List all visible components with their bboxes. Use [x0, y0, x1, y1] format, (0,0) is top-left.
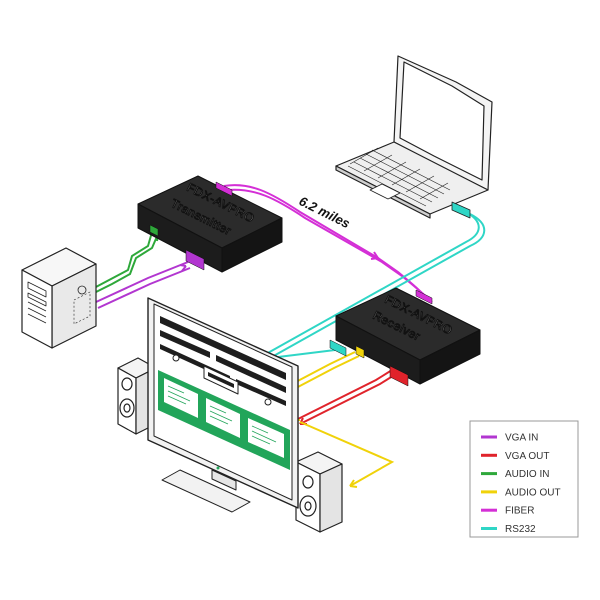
legend-label-audio-out: AUDIO OUT: [505, 487, 561, 498]
legend-box: [469, 420, 579, 538]
monitor: [147, 297, 299, 513]
rs232-cable: [265, 211, 486, 359]
legend-label-fiber: FIBER: [505, 506, 534, 517]
legend-label-vga-in: VGA IN: [505, 433, 538, 444]
legend-label-audio-in: AUDIO IN: [505, 469, 549, 480]
laptop: [335, 55, 493, 219]
vga-in-cable: [95, 261, 191, 309]
legend: VGA IN VGA OUT AUDIO IN AUDIO OUT FIBER RS232: [469, 420, 579, 538]
legend-label-vga-out: VGA OUT: [505, 451, 549, 462]
legend-label-rs232: RS232: [505, 524, 536, 535]
transmitter-device: FDX-AVPRO Transmitter: [137, 175, 283, 273]
vga-out-cable: [295, 369, 397, 425]
desktop-computer: [21, 247, 97, 349]
receiver-device: FDX-AVPRO Receiver: [329, 287, 481, 387]
legend-items: VGA IN VGA OUT AUDIO IN AUDIO OUT FIBER RS232: [481, 433, 561, 535]
right-speaker: [295, 451, 343, 533]
